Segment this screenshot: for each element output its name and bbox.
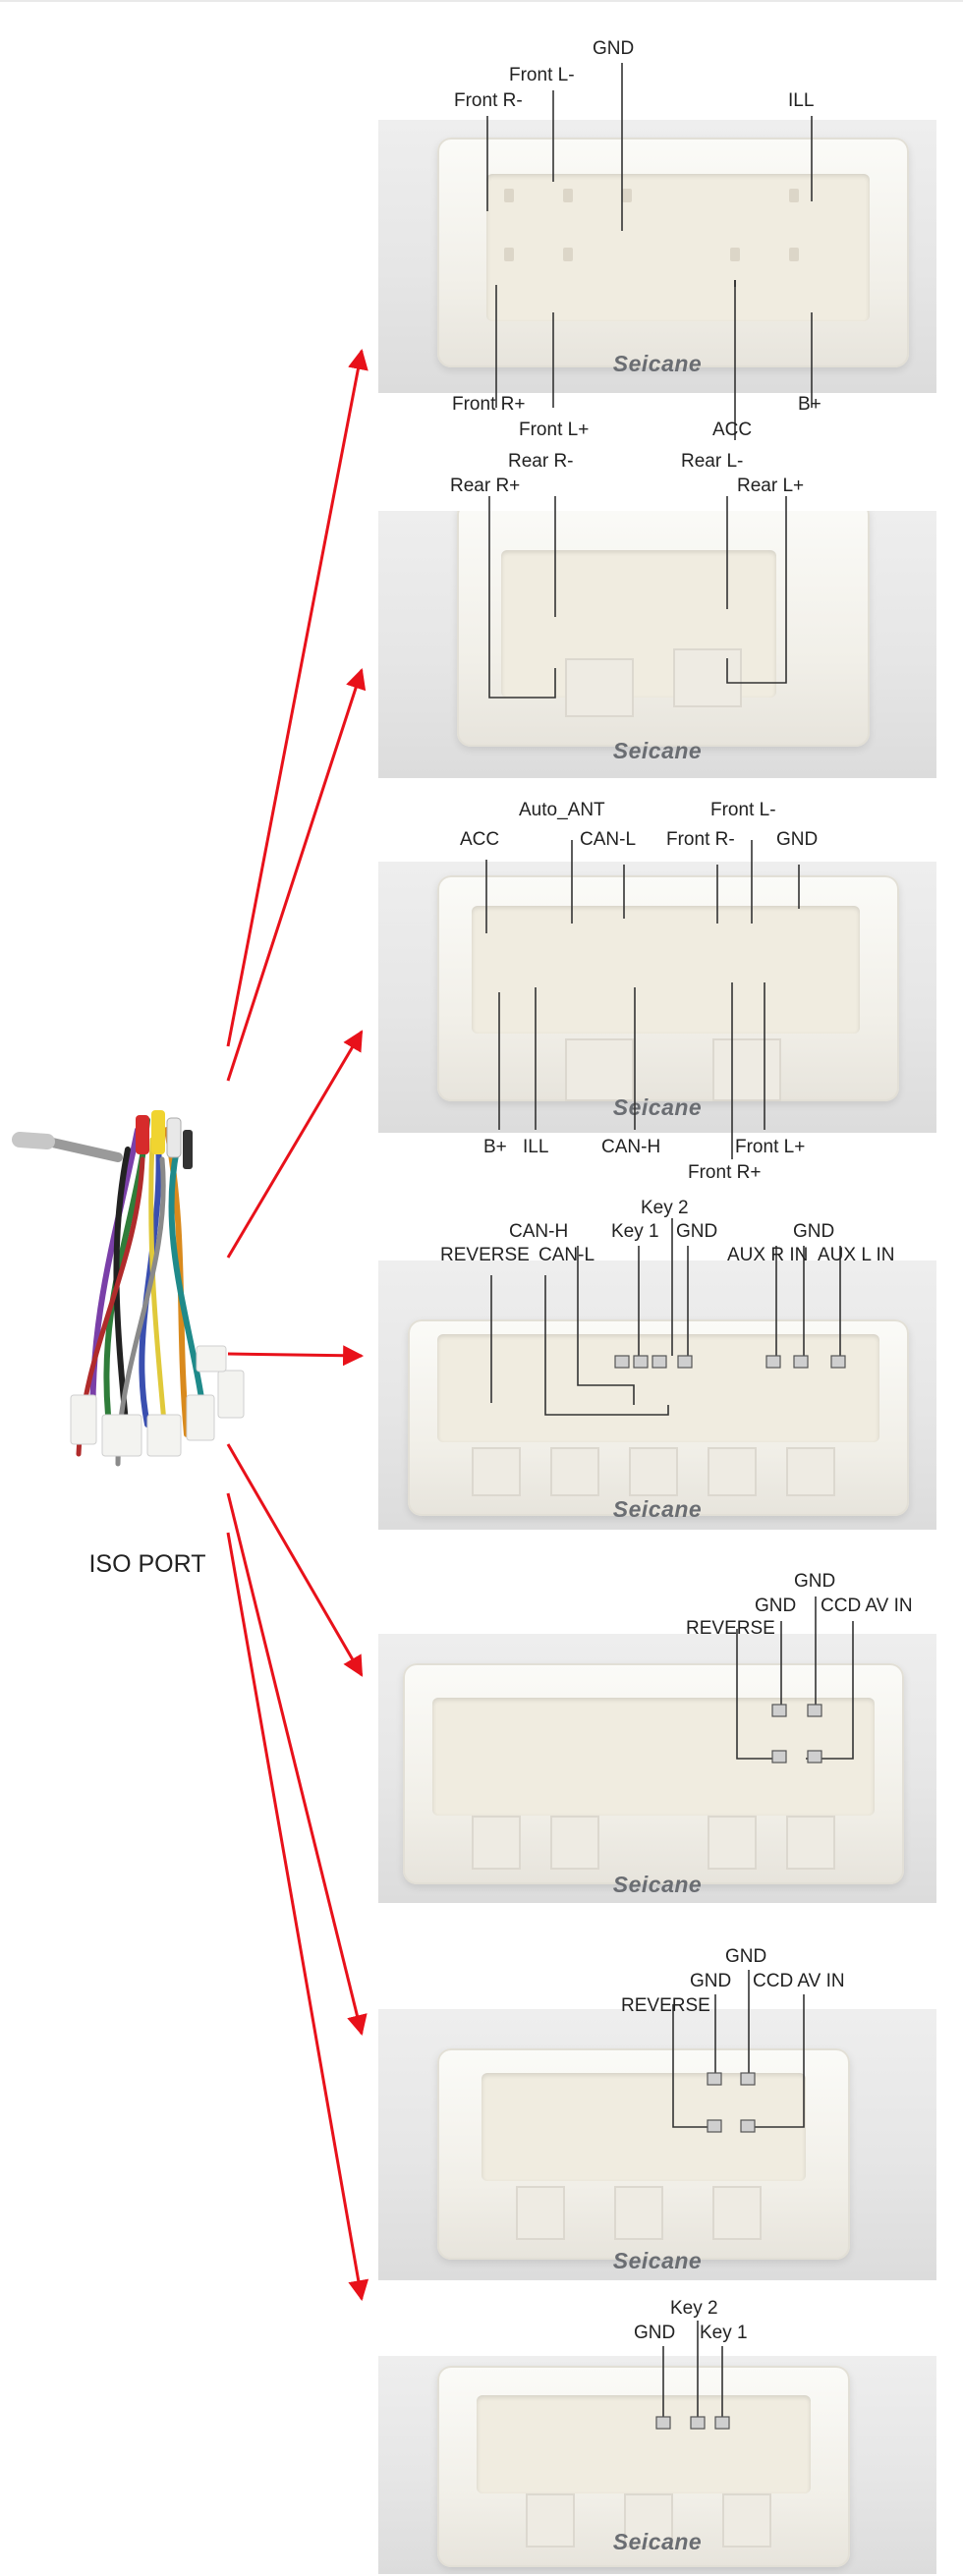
- pin-label: CCD AV IN: [753, 1971, 845, 1991]
- seicane-watermark: Seicane: [612, 1094, 703, 1120]
- seicane-watermark: Seicane: [612, 1496, 703, 1522]
- pin-label: Front R-: [454, 90, 523, 111]
- pin-label: GND: [755, 1596, 797, 1616]
- pin-label: ILL: [788, 90, 815, 111]
- harness-bundle-illustration: [12, 1110, 245, 1467]
- pin-label: Front R+: [452, 394, 526, 415]
- pin-label: Front L-: [710, 800, 776, 820]
- iso-port-label: ISO PORT: [88, 1550, 206, 1578]
- pin-label: Key 2: [670, 2298, 718, 2319]
- seicane-watermark: Seicane: [612, 351, 703, 376]
- pin-label: GND: [794, 1571, 836, 1592]
- pin-label: Auto_ANT: [519, 800, 605, 820]
- pin-label: Front L+: [519, 420, 590, 440]
- pin-label: GND: [634, 2323, 676, 2343]
- pin-label: Key 2: [641, 1198, 689, 1218]
- pin-label: REVERSE: [440, 1245, 530, 1265]
- pin-label: GND: [690, 1971, 732, 1991]
- connector-photo-1: Seicane: [378, 120, 936, 393]
- pin-label: Front L-: [509, 65, 575, 85]
- pin-label: B+: [798, 394, 821, 415]
- pin-label: CAN-L: [538, 1245, 595, 1265]
- pin-label: Rear R-: [508, 451, 574, 472]
- pin-label: CCD AV IN: [821, 1596, 913, 1616]
- connector-photo-5: Seicane: [378, 1634, 936, 1903]
- pin-label: Front R+: [688, 1162, 762, 1183]
- pin-label: CAN-H: [601, 1137, 661, 1157]
- pin-label: Front R-: [666, 829, 735, 850]
- pin-label: ACC: [460, 829, 500, 850]
- connector-photo-7: Seicane: [378, 2356, 936, 2574]
- connector-photo-2: Seicane: [378, 511, 936, 778]
- pin-label: Front L+: [735, 1137, 806, 1157]
- pin-label: B+: [483, 1137, 507, 1157]
- pin-label: CAN-L: [580, 829, 637, 850]
- connector-photo-6: Seicane: [378, 2009, 936, 2280]
- pin-label: GND: [793, 1221, 835, 1242]
- pin-label: AUX L IN: [818, 1245, 895, 1265]
- pin-label: GND: [593, 38, 635, 59]
- pin-label: ACC: [712, 420, 753, 440]
- top-divider: [0, 0, 963, 2]
- pin-label: Rear R+: [450, 476, 521, 496]
- seicane-watermark: Seicane: [612, 738, 703, 763]
- pin-label: GND: [676, 1221, 718, 1242]
- pin-label: GND: [776, 829, 819, 850]
- pin-label: ILL: [523, 1137, 549, 1157]
- pin-label: Key 1: [700, 2323, 748, 2343]
- connector-photo-3: Seicane: [378, 862, 936, 1133]
- seicane-watermark: Seicane: [612, 1872, 703, 1897]
- pin-label: Rear L-: [681, 451, 744, 472]
- seicane-watermark: Seicane: [612, 2248, 703, 2273]
- pin-label: Key 1: [611, 1221, 659, 1242]
- pin-label: Rear L+: [737, 476, 805, 496]
- seicane-watermark: Seicane: [612, 2529, 703, 2554]
- pin-label: AUX R IN: [727, 1245, 809, 1265]
- pin-label: GND: [725, 1946, 767, 1967]
- pin-label: REVERSE: [686, 1618, 775, 1639]
- connector-photo-4: Seicane: [378, 1260, 936, 1530]
- pin-label: REVERSE: [621, 1995, 710, 2016]
- pin-label: CAN-H: [509, 1221, 569, 1242]
